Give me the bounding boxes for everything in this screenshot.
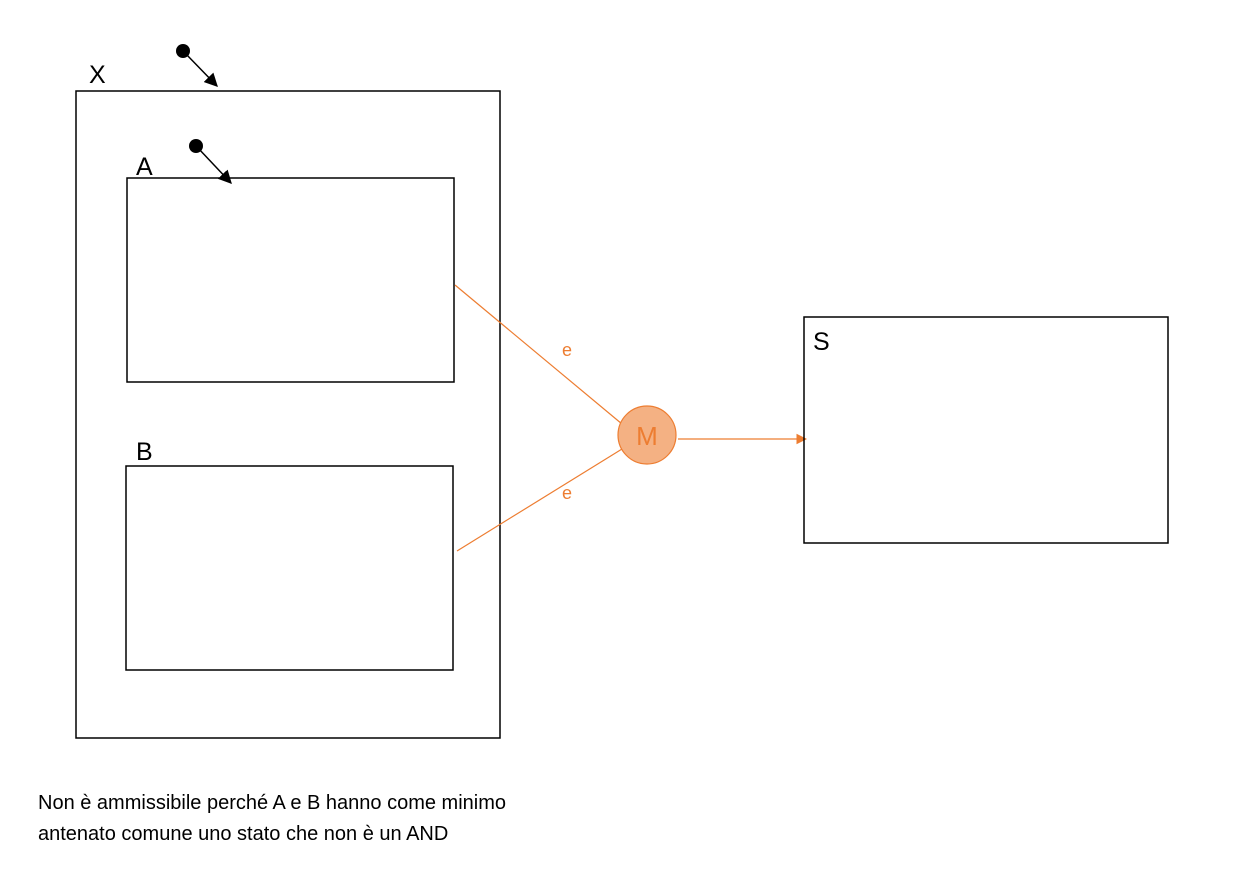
state-b-label: B bbox=[136, 438, 153, 466]
transition-b-label: e bbox=[562, 483, 572, 503]
transition-b-to-junction bbox=[456, 448, 623, 552]
transition-a-label: e bbox=[562, 340, 572, 360]
state-b-box bbox=[125, 465, 454, 671]
state-x-label: X bbox=[89, 61, 106, 89]
state-a-box bbox=[126, 177, 455, 383]
note-line-2: antenato comune uno stato che non è un A… bbox=[38, 823, 449, 845]
state-x-box bbox=[75, 90, 501, 739]
initial-arrow-x bbox=[184, 52, 218, 87]
explanation-note: Non è ammissibile perché A e B hanno com… bbox=[38, 788, 506, 850]
note-line-1: Non è ammissibile perché A e B hanno com… bbox=[38, 792, 507, 814]
state-s-label: S bbox=[813, 328, 830, 356]
junction-m-node bbox=[617, 405, 677, 465]
state-s-box bbox=[803, 316, 1169, 544]
junction-m-label: M bbox=[636, 421, 658, 451]
initial-arrow-a bbox=[197, 147, 232, 184]
state-a-label: A bbox=[136, 153, 153, 181]
transition-a-to-junction bbox=[454, 284, 623, 425]
